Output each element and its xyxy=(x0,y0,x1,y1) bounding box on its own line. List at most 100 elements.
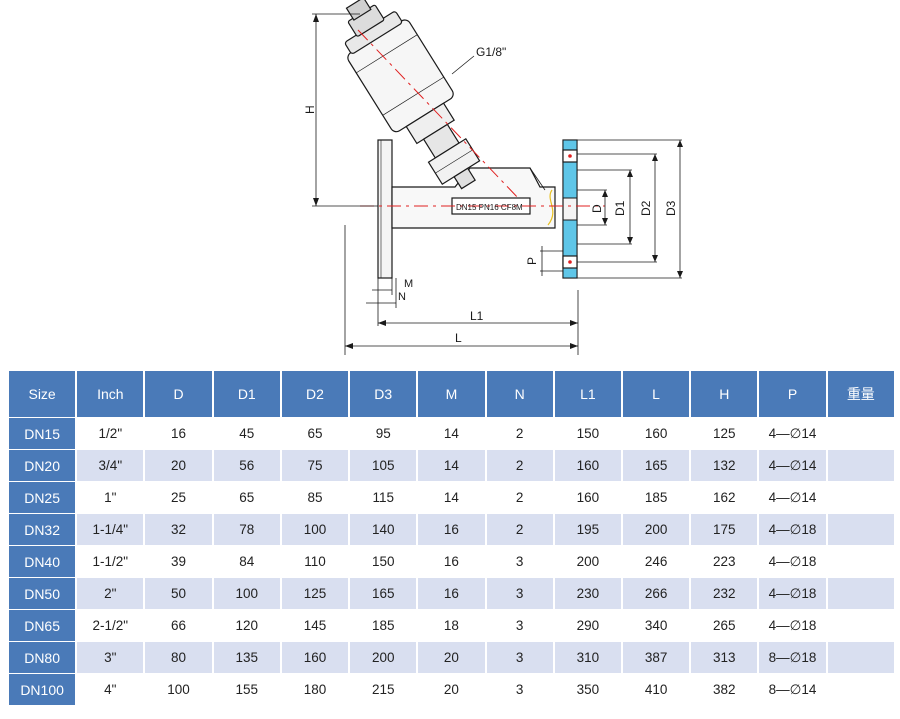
table-cell: 200 xyxy=(622,514,690,545)
table-cell: 145 xyxy=(281,610,349,641)
table-cell: 78 xyxy=(213,514,280,545)
table-cell: 3 xyxy=(486,674,553,705)
table-cell: 2 xyxy=(486,482,553,513)
table-cell: 65 xyxy=(281,418,349,449)
valve-technical-drawing: G1/8" DN15 PN16 CF8M H D D1 D2 D3 P M N … xyxy=(303,0,683,355)
table-cell: 95 xyxy=(350,418,417,449)
table-cell: 3 xyxy=(486,578,553,609)
table-cell: 2 xyxy=(486,418,553,449)
table-cell: 160 xyxy=(554,450,621,481)
table-cell: 160 xyxy=(554,482,621,513)
table-cell: 80 xyxy=(145,642,212,673)
size-cell: DN50 xyxy=(9,578,76,609)
table-cell: 1/2" xyxy=(77,418,144,449)
table-cell: 160 xyxy=(622,418,690,449)
table-cell: 50 xyxy=(145,578,212,609)
table-cell: 16 xyxy=(418,578,485,609)
size-cell: DN40 xyxy=(9,546,76,577)
size-cell: DN15 xyxy=(9,418,76,449)
table-cell: 25 xyxy=(145,482,212,513)
table-cell: 200 xyxy=(350,642,417,673)
table-cell: 135 xyxy=(213,642,280,673)
table-cell: 16 xyxy=(145,418,212,449)
table-cell: 105 xyxy=(350,450,417,481)
table-cell xyxy=(827,418,894,449)
table-cell: 85 xyxy=(281,482,349,513)
table-cell: 382 xyxy=(691,674,758,705)
table-cell: 14 xyxy=(418,450,485,481)
table-cell: 14 xyxy=(418,418,485,449)
column-header: D1 xyxy=(213,371,280,417)
table-cell: 20 xyxy=(418,674,485,705)
table-cell: 100 xyxy=(145,674,212,705)
label-H: H xyxy=(303,105,317,114)
table-cell xyxy=(827,546,894,577)
table-cell: 4—∅14 xyxy=(759,450,826,481)
table-cell: 8—∅14 xyxy=(759,674,826,705)
table-cell: 125 xyxy=(281,578,349,609)
size-cell: DN65 xyxy=(9,610,76,641)
size-cell: DN100 xyxy=(9,674,76,705)
actuator xyxy=(344,0,481,190)
table-cell: 150 xyxy=(554,418,621,449)
table-cell: 340 xyxy=(622,610,690,641)
table-cell: 3 xyxy=(486,610,553,641)
table-cell xyxy=(827,514,894,545)
table-cell: 39 xyxy=(145,546,212,577)
table-cell: 350 xyxy=(554,674,621,705)
table-cell: 195 xyxy=(554,514,621,545)
table-cell: 150 xyxy=(350,546,417,577)
table-cell: 265 xyxy=(691,610,758,641)
column-header: Inch xyxy=(77,371,144,417)
table-cell: 266 xyxy=(622,578,690,609)
column-header: M xyxy=(418,371,485,417)
table-cell: 165 xyxy=(622,450,690,481)
left-flange xyxy=(377,139,393,279)
table-cell: 4—∅14 xyxy=(759,418,826,449)
table-cell: 290 xyxy=(554,610,621,641)
column-header: H xyxy=(691,371,758,417)
table-cell: 215 xyxy=(350,674,417,705)
table-cell: 56 xyxy=(213,450,280,481)
table-cell: 75 xyxy=(281,450,349,481)
table-cell: 3 xyxy=(486,642,553,673)
column-header: D xyxy=(145,371,212,417)
table-cell: 232 xyxy=(691,578,758,609)
label-M: M xyxy=(404,278,413,290)
table-cell: 3" xyxy=(77,642,144,673)
table-cell: 14 xyxy=(418,482,485,513)
table-cell: 84 xyxy=(213,546,280,577)
right-flange xyxy=(547,139,578,279)
table-cell xyxy=(827,674,894,705)
table-cell: 160 xyxy=(281,642,349,673)
table-cell: 16 xyxy=(418,514,485,545)
table-cell: 4—∅18 xyxy=(759,610,826,641)
label-D: D xyxy=(590,204,604,213)
table-cell: 4—∅18 xyxy=(759,546,826,577)
table-cell: 230 xyxy=(554,578,621,609)
column-header: L1 xyxy=(554,371,621,417)
table-cell: 1" xyxy=(77,482,144,513)
table-cell: 132 xyxy=(691,450,758,481)
table-cell: 20 xyxy=(145,450,212,481)
table-cell: 66 xyxy=(145,610,212,641)
table-cell: 100 xyxy=(281,514,349,545)
label-L1: L1 xyxy=(470,309,484,323)
table-cell: 2 xyxy=(486,514,553,545)
table-cell: 175 xyxy=(691,514,758,545)
table-cell: 2" xyxy=(77,578,144,609)
table-cell: 165 xyxy=(350,578,417,609)
label-N: N xyxy=(398,291,406,303)
table-cell: 185 xyxy=(622,482,690,513)
table-cell: 115 xyxy=(350,482,417,513)
table-cell: 313 xyxy=(691,642,758,673)
